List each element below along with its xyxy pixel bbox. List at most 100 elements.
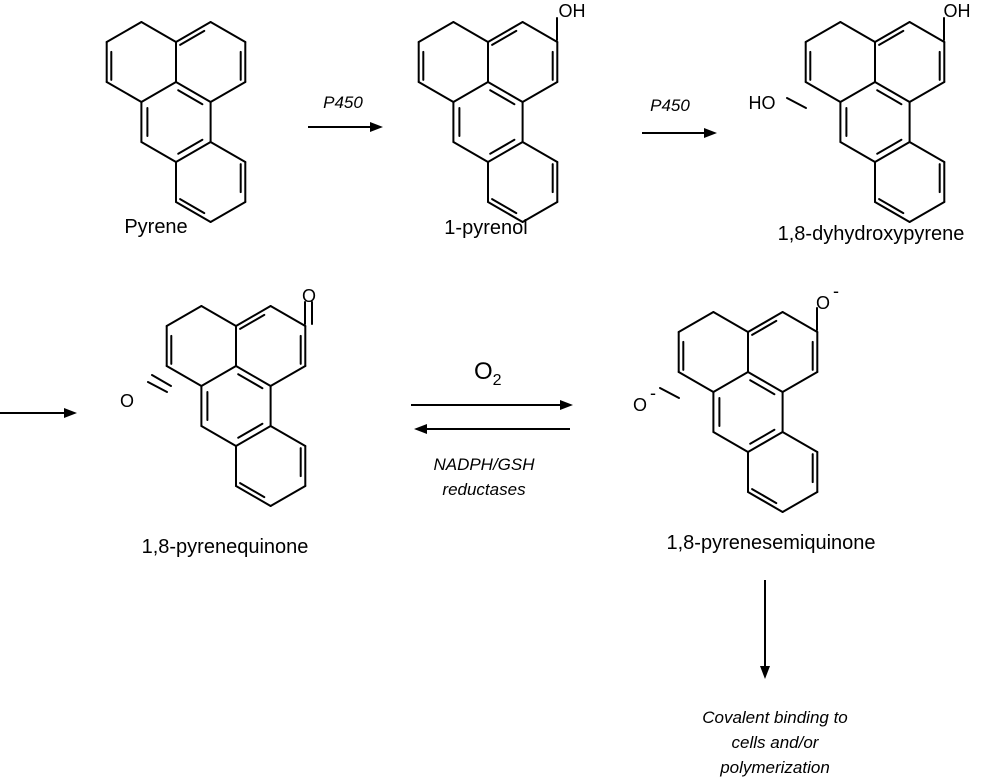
bond-line	[487, 141, 524, 163]
pyrenol-structure	[417, 17, 559, 223]
bond-line	[908, 141, 946, 163]
bond-line	[237, 422, 264, 439]
bond-line	[487, 21, 524, 43]
bond-line	[751, 488, 778, 505]
bond-line	[209, 141, 247, 163]
bond-line	[491, 198, 518, 215]
bond-line	[521, 81, 559, 103]
bond-line	[269, 305, 307, 327]
bond-line	[521, 141, 559, 163]
bond-line	[804, 81, 842, 103]
semiquinone-minus-left: -	[650, 383, 656, 403]
bond-line	[839, 141, 876, 163]
bond-line	[747, 491, 784, 513]
bond-line	[876, 138, 903, 155]
bond-line	[140, 141, 177, 163]
arrow-p450-step1	[308, 122, 383, 132]
outcome-label-line1: Covalent binding to	[702, 708, 848, 727]
bond-line	[452, 141, 489, 163]
bond-line	[165, 305, 203, 327]
bond-line	[140, 81, 177, 103]
bond-line	[177, 138, 204, 155]
bond-line	[175, 21, 212, 43]
pyrenol-label: 1-pyrenol	[444, 217, 527, 239]
bond-line	[839, 81, 876, 103]
pyrenol-skeleton	[417, 21, 559, 223]
bond-line	[200, 305, 237, 327]
outcome-label-line2: cells and/or	[732, 733, 820, 752]
bond-line	[677, 371, 715, 393]
bond-line	[491, 29, 518, 46]
bond-line	[105, 81, 143, 103]
semiquinone-structure	[659, 307, 819, 513]
semiquinone-o-top: O	[816, 293, 830, 313]
bond-line	[235, 425, 272, 447]
bond-line	[105, 21, 143, 43]
bond-line	[237, 373, 264, 390]
bond-line	[874, 81, 911, 103]
bond-line	[677, 311, 715, 333]
bond-line	[452, 81, 489, 103]
arrow-p450-step2	[642, 128, 717, 138]
bond-line	[781, 431, 819, 453]
bond-line	[269, 365, 307, 387]
semiquinone-o-left: O	[633, 395, 647, 415]
bond-line	[876, 89, 903, 106]
arrow-reduction-reverse	[414, 424, 570, 434]
bond-line	[521, 201, 559, 223]
bond-line	[712, 311, 749, 333]
semiquinone-minus-top: -	[833, 281, 839, 301]
bond-line	[235, 305, 272, 327]
bond-line	[489, 89, 516, 106]
bond-line	[489, 138, 516, 155]
pyrenequinone-skeleton	[165, 305, 307, 507]
bond-line	[781, 311, 819, 333]
reductases-label-line1: NADPH/GSH	[433, 455, 535, 474]
bond-line	[179, 29, 206, 46]
bond-line	[781, 491, 819, 513]
p450-label-step2: P450	[650, 96, 690, 115]
bond-line	[239, 482, 266, 499]
pyrenequinone-label: 1,8-pyrenequinone	[142, 536, 309, 558]
bond-line	[239, 313, 266, 330]
dihydroxypyrene-label: 1,8-dyhydroxypyrene	[778, 223, 965, 245]
pyrenequinone-o-top: O	[302, 286, 316, 306]
bond-line	[908, 81, 946, 103]
bond-line	[235, 365, 272, 387]
bond-line	[874, 141, 911, 163]
bond-line	[487, 81, 524, 103]
bond-line	[747, 371, 784, 393]
pyrene-label: Pyrene	[124, 216, 187, 238]
bond-line	[874, 201, 911, 223]
pyrenol-oh-label: OH	[559, 1, 586, 21]
bond-line	[140, 21, 177, 43]
arrow-to-outcome	[760, 580, 770, 679]
bond-line	[908, 201, 946, 223]
bond-line	[179, 198, 206, 215]
oxygen-label: O2	[474, 358, 502, 389]
pyrene-structure	[105, 21, 247, 223]
bond-line	[269, 485, 307, 507]
bond-line	[175, 201, 212, 223]
pyrenequinone-o-left: O	[120, 391, 134, 411]
bond-line	[165, 365, 203, 387]
dihydroxypyrene-skeleton	[804, 21, 946, 223]
semiquinone-label: 1,8-pyrenesemiquinone	[666, 532, 875, 554]
bond-line	[712, 431, 749, 453]
arrow-continuation	[0, 408, 77, 418]
bond-line	[874, 21, 911, 43]
bond-line	[878, 29, 905, 46]
bond-line	[908, 21, 946, 43]
pyrenequinone-structure	[147, 301, 313, 507]
bond-line	[521, 21, 559, 43]
dihydroxypyrene-oh-label: OH	[944, 1, 971, 21]
bond-line	[175, 141, 212, 163]
bond-line	[209, 21, 247, 43]
bond-line	[781, 371, 819, 393]
reductases-label-line2: reductases	[442, 480, 526, 499]
bond-line	[417, 81, 455, 103]
pyrene-skeleton	[105, 21, 247, 223]
bond-line	[878, 198, 905, 215]
bond-line	[209, 81, 247, 103]
